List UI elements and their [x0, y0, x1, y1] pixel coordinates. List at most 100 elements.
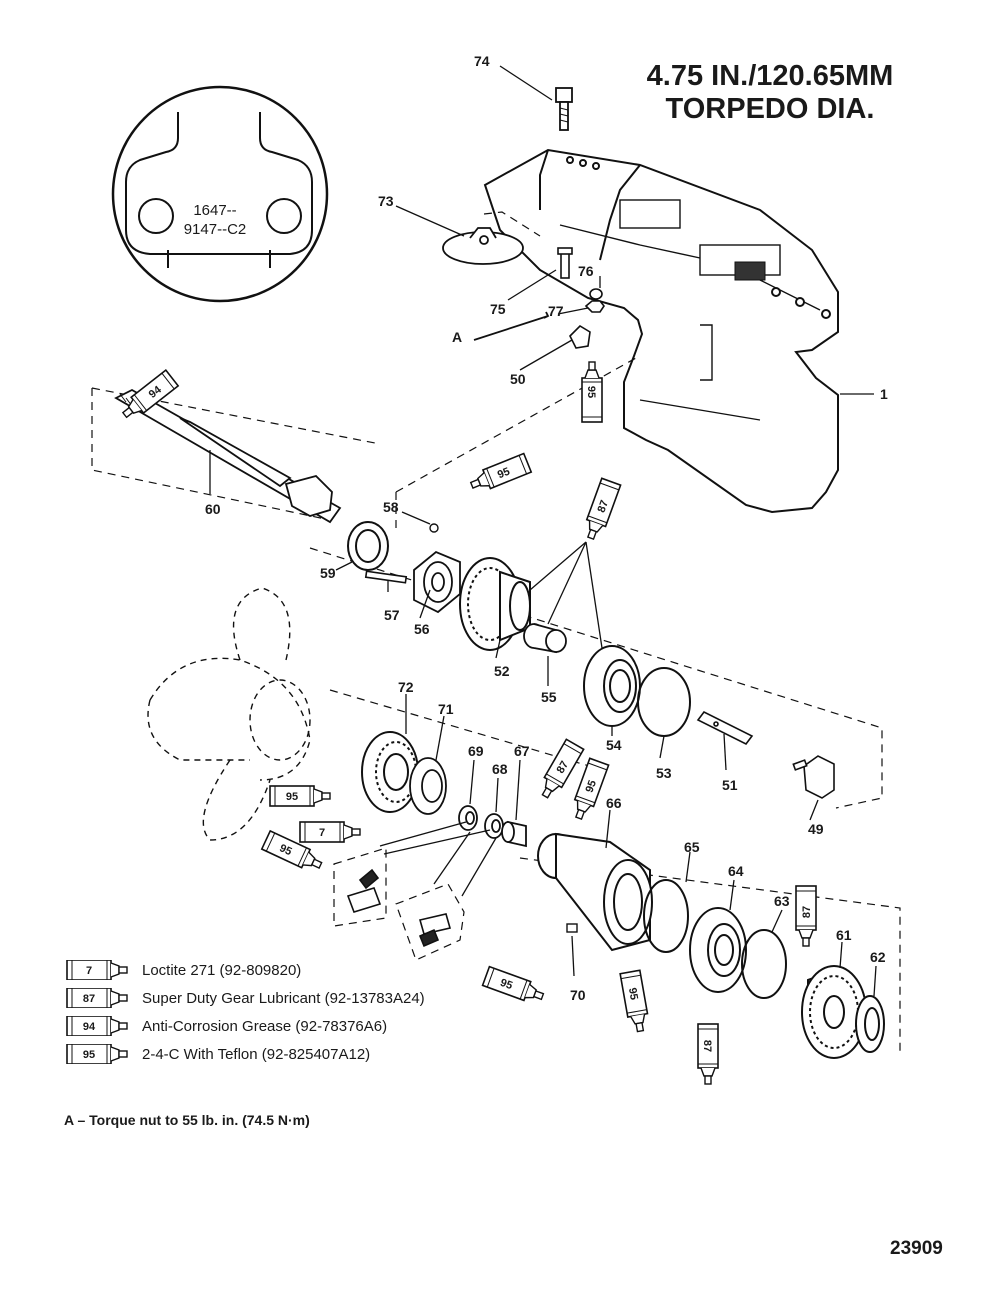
part-number-66: 66 — [606, 795, 622, 811]
part-number-49: 49 — [808, 821, 824, 837]
diagram-title: 4.75 IN./120.65MM TORPEDO DIA. — [620, 60, 920, 126]
tapered-bearing-64 — [689, 907, 747, 993]
legend-text: Loctite 271 (92-809820) — [142, 961, 302, 979]
sealant-legend: 7 Loctite 271 (92-809820) 87 Super Duty … — [66, 956, 526, 1068]
bearings-67-69 — [458, 805, 527, 848]
legend-text: Anti-Corrosion Grease (92-78376A6) — [142, 1017, 388, 1035]
svg-text:95: 95 — [626, 987, 640, 1001]
part-number-68: 68 — [492, 761, 508, 777]
tube-icon: 87 — [66, 988, 128, 1008]
part-number-53: 53 — [656, 765, 672, 781]
part-number-74: 74 — [474, 53, 490, 69]
part-number-75: 75 — [490, 301, 506, 317]
roller-bearing-55 — [523, 623, 567, 654]
svg-text:95: 95 — [277, 842, 293, 858]
inset-label-line2: 9147--C2 — [184, 221, 247, 238]
shift-cam-49 — [792, 755, 835, 799]
svg-text:7: 7 — [319, 827, 325, 839]
trim-tab-50 — [569, 324, 591, 349]
tube-95-g: 95 — [619, 969, 652, 1034]
legend-text: 2-4-C With Teflon (92-825407A12) — [142, 1045, 371, 1063]
reverse-gear-61 — [801, 965, 867, 1059]
part-number-54: 54 — [606, 737, 622, 753]
part-number-1: 1 — [880, 386, 888, 402]
svg-text:87: 87 — [596, 499, 611, 515]
part-number-64: 64 — [728, 863, 744, 879]
part-number-57: 57 — [384, 607, 400, 623]
part-number-50: 50 — [510, 371, 526, 387]
gear-case-housing — [483, 148, 839, 514]
tube-7-a: 7 — [299, 821, 361, 843]
screws-75-77 — [557, 247, 605, 313]
svg-text:87: 87 — [555, 759, 572, 776]
inset-detail: 1647-- 9147--C2 — [111, 85, 329, 303]
legend-item: 7 Loctite 271 (92-809820) — [66, 956, 526, 984]
svg-text:87: 87 — [701, 1040, 713, 1052]
tube-94-a: 94 — [117, 369, 179, 424]
bolt-74 — [555, 87, 573, 131]
svg-text:95: 95 — [499, 977, 515, 992]
tube-95-c: 95 — [269, 785, 331, 807]
bearing-carrier-66 — [537, 832, 653, 952]
part-number-58: 58 — [383, 499, 399, 515]
shim-63 — [741, 929, 787, 999]
washer-71 — [409, 757, 447, 815]
forward-gear-52 — [459, 557, 531, 651]
anode-73 — [442, 227, 524, 265]
tube-icon: 95 — [66, 1044, 128, 1064]
o-ring-53 — [637, 667, 691, 737]
svg-text:94: 94 — [83, 1021, 96, 1033]
torque-note: A – Torque nut to 55 lb. in. (74.5 N·m) — [64, 1112, 310, 1128]
svg-text:95: 95 — [496, 466, 512, 482]
tube-95-a: 95 — [581, 361, 603, 423]
inset-label-line1: 1647-- — [193, 202, 236, 219]
svg-text:95: 95 — [584, 779, 599, 795]
clutch-56 — [413, 550, 461, 614]
svg-text:95: 95 — [286, 791, 298, 803]
svg-text:95: 95 — [585, 386, 597, 398]
part-number-61: 61 — [836, 927, 852, 943]
propeller-ghost — [147, 587, 311, 841]
part-number-63: 63 — [774, 893, 790, 909]
part-number-62: 62 — [870, 949, 886, 965]
tube-87-c: 87 — [697, 1023, 719, 1085]
legend-item: 94 Anti-Corrosion Grease (92-78376A6) — [66, 1012, 526, 1040]
part-number-65: 65 — [684, 839, 700, 855]
part-number-69: 69 — [468, 743, 484, 759]
tube-icon: 7 — [66, 960, 128, 980]
part-number-60: 60 — [205, 501, 221, 517]
o-ring-65 — [643, 879, 689, 953]
part-number-56: 56 — [414, 621, 430, 637]
pin-57 — [364, 570, 408, 584]
shift-pin-51 — [696, 710, 754, 746]
propeller-shaft-60 — [114, 388, 342, 524]
legend-item: 95 2-4-C With Teflon (92-825407A12) — [66, 1040, 526, 1068]
svg-text:95: 95 — [83, 1049, 95, 1061]
tube-95-e: 95 — [568, 757, 610, 823]
legend-item: 87 Super Duty Gear Lubricant (92-13783A2… — [66, 984, 526, 1012]
tube-87-d: 87 — [795, 885, 817, 947]
callout-A: A — [452, 329, 462, 345]
title-line2: TORPEDO DIA. — [665, 93, 875, 125]
detail-pieces — [346, 868, 452, 948]
tube-87-b: 87 — [535, 738, 585, 803]
part-number-51: 51 — [722, 777, 738, 793]
legend-text: Super Duty Gear Lubricant (92-13783A24) — [142, 989, 425, 1007]
svg-text:7: 7 — [86, 965, 92, 977]
tube-87-a: 87 — [580, 477, 622, 543]
tube-95-f: 95 — [481, 965, 547, 1007]
pinion-gear-72 — [361, 731, 419, 813]
part-number-67: 67 — [514, 743, 530, 759]
tube-icon: 94 — [66, 1016, 128, 1036]
svg-text:87: 87 — [83, 993, 95, 1005]
ball-58 — [429, 523, 439, 533]
reference-number: 23909 — [890, 1238, 943, 1259]
dowel-70 — [566, 923, 578, 933]
tube-95-b: 95 — [467, 452, 533, 496]
thrust-washer-62 — [855, 995, 885, 1053]
part-number-72: 72 — [398, 679, 414, 695]
part-number-55: 55 — [541, 689, 557, 705]
tapered-bearing-54 — [583, 645, 641, 727]
part-number-70: 70 — [570, 987, 586, 1003]
